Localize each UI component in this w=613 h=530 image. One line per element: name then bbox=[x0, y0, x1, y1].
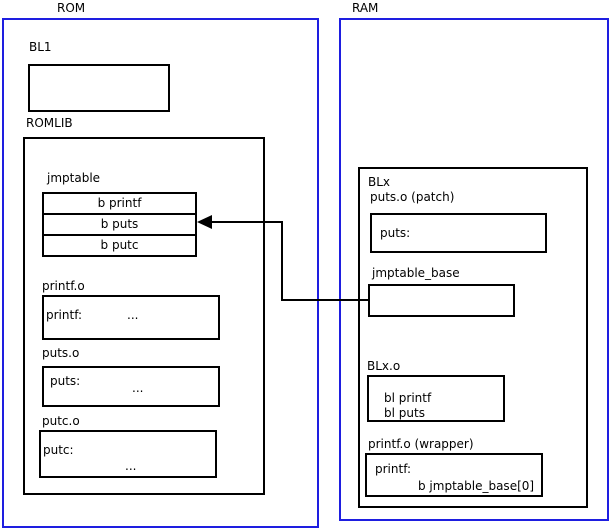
jmptable-row-puts: b puts bbox=[44, 215, 195, 236]
connector-vertical bbox=[281, 221, 283, 301]
putc-body-ellipsis: ... bbox=[125, 459, 137, 473]
printf-wrapper-box: printf: b jmptable_base[0] bbox=[365, 453, 543, 497]
romlib-label: ROMLIB bbox=[26, 116, 73, 130]
arrowhead-to-b-puts-icon bbox=[197, 215, 212, 229]
jmptable-base-label: jmptable_base bbox=[372, 266, 460, 280]
puts-symbol: puts: bbox=[50, 374, 81, 388]
printf-o-box: printf: ... bbox=[42, 295, 220, 340]
blx-o-line-bl-printf: bl printf bbox=[384, 391, 432, 405]
blx-o-box: bl printf bl puts bbox=[367, 375, 505, 422]
ram-container bbox=[339, 18, 609, 521]
connector-horizontal-upper bbox=[210, 221, 283, 223]
printf-wrapper-branch: b jmptable_base[0] bbox=[418, 479, 535, 493]
puts-body-ellipsis: ... bbox=[132, 381, 144, 395]
puts-patch-symbol: puts: bbox=[380, 226, 411, 240]
putc-symbol: putc: bbox=[43, 443, 74, 457]
rom-container bbox=[2, 18, 319, 528]
ram-title: RAM bbox=[352, 1, 379, 15]
bl1-label: BL1 bbox=[29, 40, 52, 54]
puts-patch-label: puts.o (patch) bbox=[370, 190, 455, 204]
jmptable-row-putc: b putc bbox=[100, 238, 139, 252]
printf-wrapper-symbol: printf: bbox=[375, 462, 412, 476]
jmptable-row-printf: b printf bbox=[44, 194, 195, 215]
puts-o-box: puts: ... bbox=[42, 366, 220, 407]
rom-title: ROM bbox=[57, 1, 86, 15]
printf-o-label: printf.o bbox=[42, 279, 85, 293]
blx-o-label: BLx.o bbox=[367, 359, 401, 373]
jmptable-box: b printf b puts b putc bbox=[42, 192, 197, 257]
printf-wrapper-label: printf.o (wrapper) bbox=[368, 437, 474, 451]
blx-o-line-bl-puts: bl puts bbox=[384, 406, 425, 420]
printf-body-ellipsis: ... bbox=[127, 308, 139, 322]
jmptable-base-box bbox=[368, 284, 515, 317]
bl1-box bbox=[28, 64, 170, 112]
putc-o-label: putc.o bbox=[42, 414, 80, 428]
puts-patch-box: puts: bbox=[370, 213, 547, 253]
printf-symbol: printf: bbox=[46, 308, 83, 322]
connector-horizontal-lower bbox=[281, 299, 368, 301]
putc-o-box: putc: ... bbox=[39, 430, 217, 478]
puts-o-label: puts.o bbox=[42, 346, 80, 360]
jmptable-label: jmptable bbox=[47, 171, 101, 185]
blx-label: BLx bbox=[368, 175, 391, 189]
